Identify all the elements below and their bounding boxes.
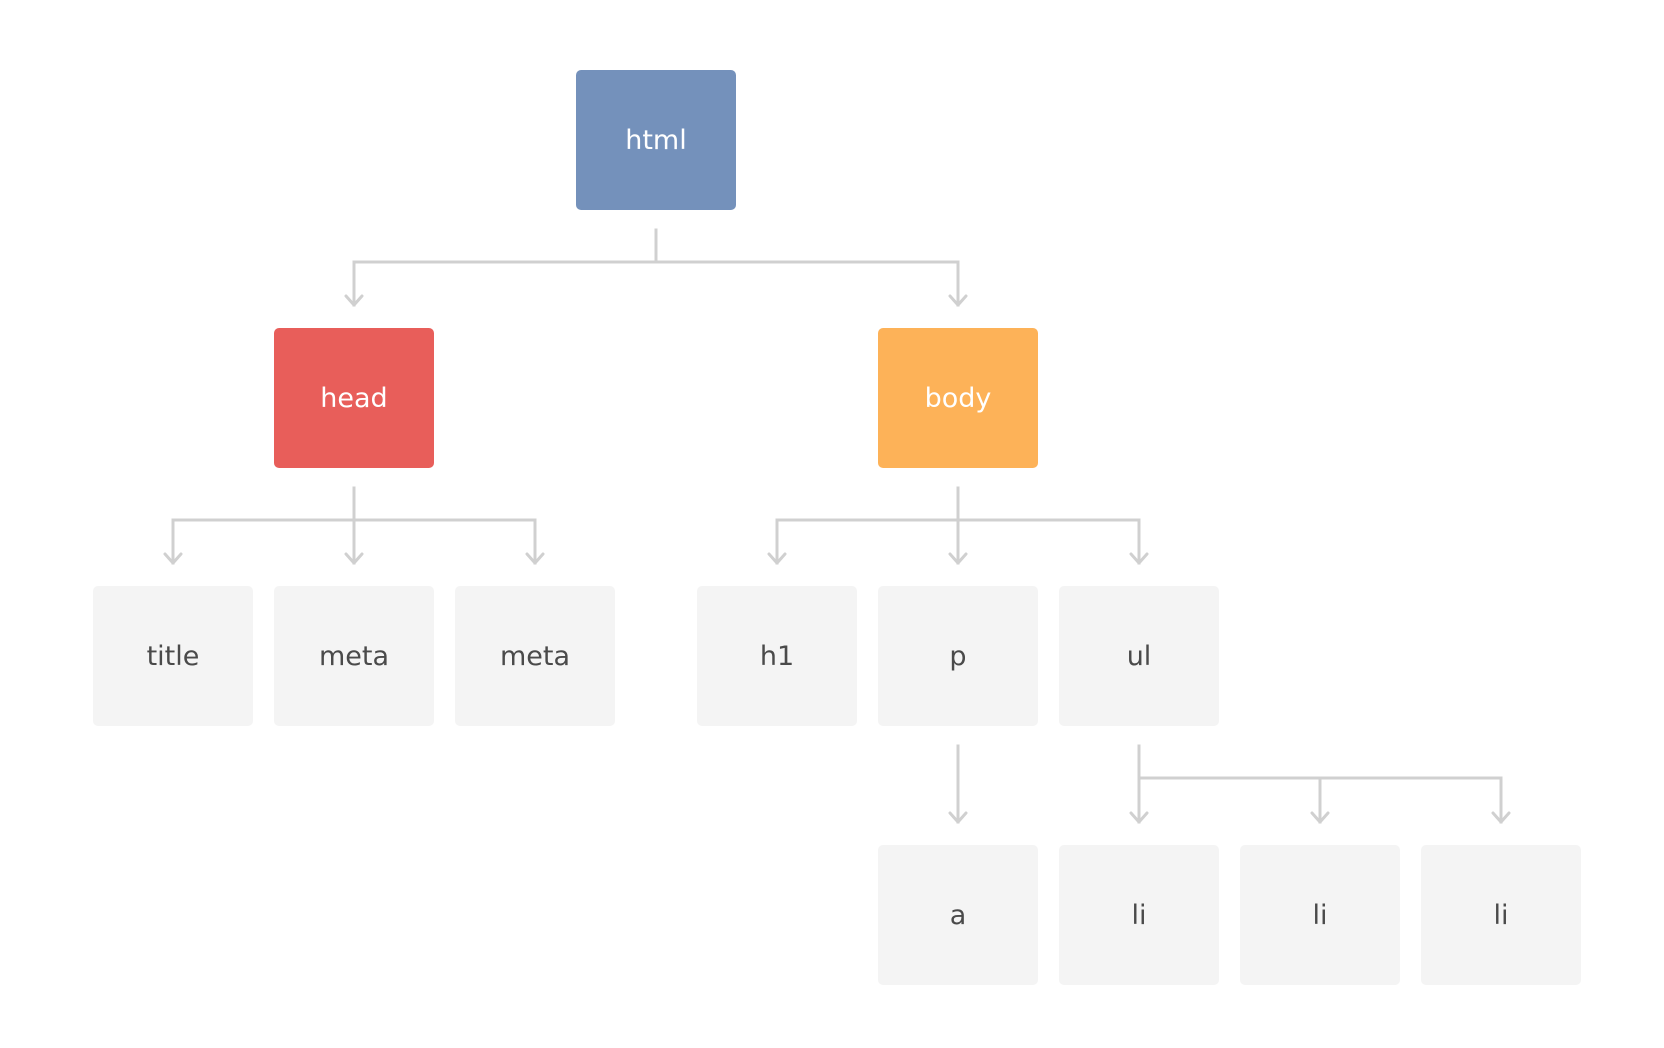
node-li-2: li	[1240, 845, 1400, 985]
node-h1: h1	[697, 586, 857, 726]
arrowhead	[344, 294, 364, 307]
arrowhead	[767, 552, 787, 565]
arrowhead	[948, 294, 968, 307]
arrowhead	[1310, 811, 1330, 824]
node-html: html	[576, 70, 736, 210]
arrowhead	[1129, 811, 1149, 824]
arrowhead	[344, 552, 364, 565]
node-li-3: li	[1421, 845, 1581, 985]
arrowhead	[948, 811, 968, 824]
node-li-1: li	[1059, 845, 1219, 985]
node-body: body	[878, 328, 1038, 468]
node-p: p	[878, 586, 1038, 726]
arrowhead	[1491, 811, 1511, 824]
node-title: title	[93, 586, 253, 726]
arrowhead	[1129, 552, 1149, 565]
node-head: head	[274, 328, 434, 468]
arrowhead	[948, 552, 968, 565]
arrowhead	[163, 552, 183, 565]
node-meta-2: meta	[455, 586, 615, 726]
node-meta-1: meta	[274, 586, 434, 726]
node-ul: ul	[1059, 586, 1219, 726]
arrowhead	[525, 552, 545, 565]
node-a: a	[878, 845, 1038, 985]
